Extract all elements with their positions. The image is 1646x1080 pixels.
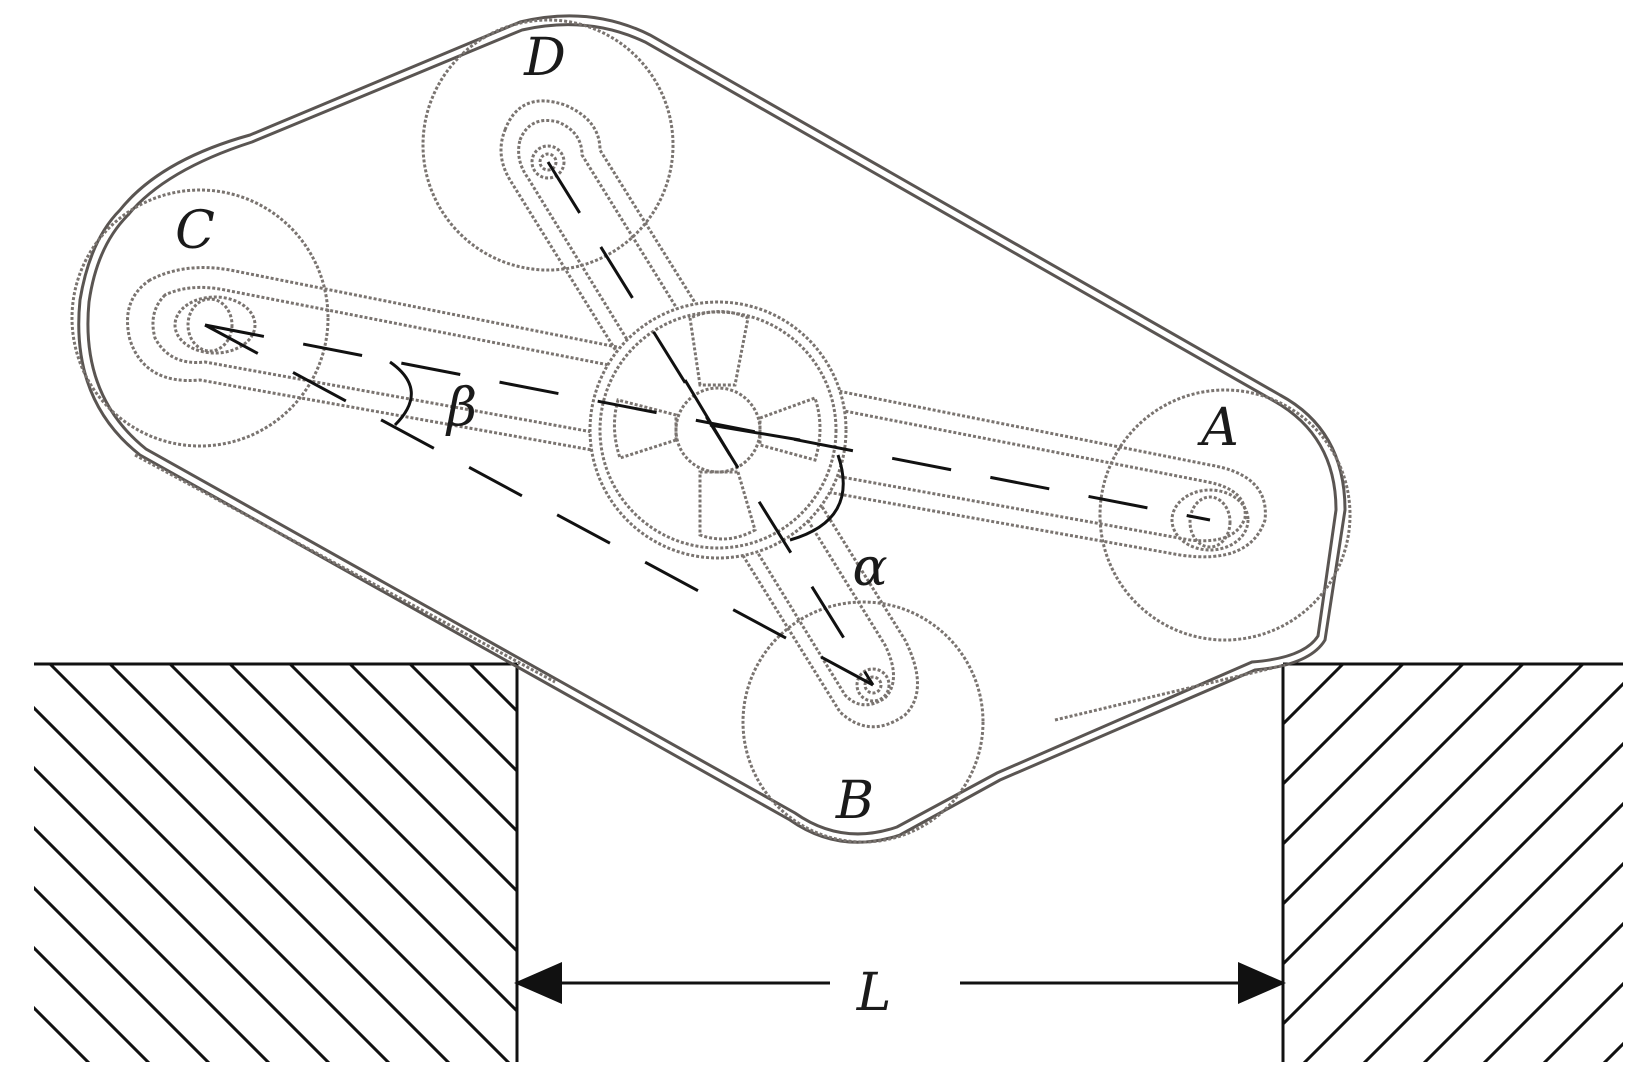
angle-alpha-arc bbox=[789, 454, 845, 542]
left-ground-hatching bbox=[34, 664, 517, 1062]
centerline-C-B bbox=[204, 323, 874, 687]
axle-D bbox=[530, 144, 566, 180]
right-ground-hatching bbox=[1283, 664, 1623, 1062]
wheel-B bbox=[741, 600, 985, 844]
hub-spoke-top bbox=[688, 310, 750, 387]
angle-beta-arc bbox=[389, 360, 413, 427]
label-D: D bbox=[523, 28, 566, 88]
hub-cross bbox=[683, 379, 801, 456]
label-beta: β bbox=[445, 378, 477, 438]
wheel-C bbox=[70, 188, 330, 448]
label-A: A bbox=[1197, 398, 1239, 458]
track-belt bbox=[77, 14, 1347, 844]
wheel-A bbox=[1098, 388, 1352, 642]
arm-D-B bbox=[499, 99, 919, 729]
label-B: B bbox=[835, 771, 874, 831]
central-hub bbox=[588, 300, 848, 560]
hub-spoke-left bbox=[613, 398, 678, 460]
axle-C bbox=[173, 295, 257, 355]
hub-spoke-bottom bbox=[698, 470, 757, 541]
label-C: C bbox=[175, 201, 215, 261]
hub-spoke-right bbox=[758, 396, 822, 462]
label-alpha: α bbox=[852, 538, 887, 598]
left-ground-block bbox=[34, 662, 519, 1062]
wheel-D bbox=[421, 18, 675, 272]
centerline-C-A bbox=[204, 323, 1211, 522]
dimension-L: L bbox=[514, 962, 1286, 1023]
axle-B bbox=[855, 667, 891, 703]
arm-C-A bbox=[126, 266, 1267, 559]
right-ground-block bbox=[1281, 662, 1623, 1062]
axle-A bbox=[1170, 488, 1250, 552]
label-L: L bbox=[856, 963, 892, 1023]
